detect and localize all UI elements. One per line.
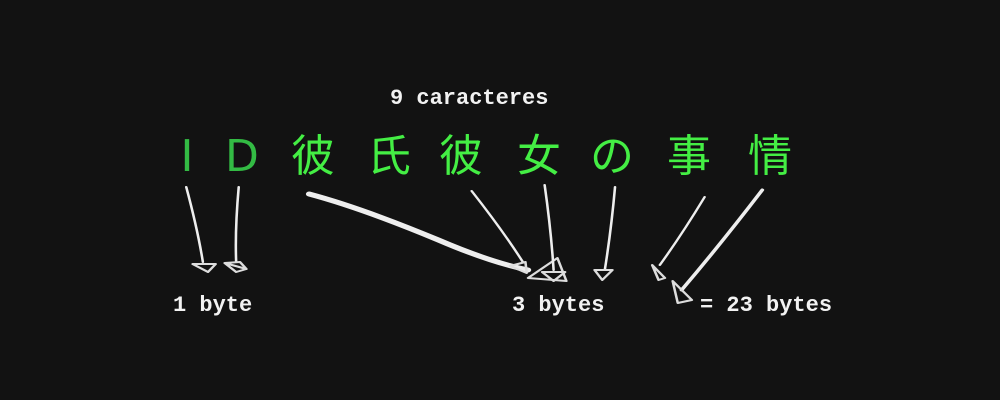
arrow-9 [671, 188, 765, 304]
arrow-6 [540, 184, 567, 282]
arrow-8 [650, 196, 706, 281]
character-1: D [225, 131, 259, 182]
character-0: I [180, 131, 194, 182]
character-3: 氏 [367, 131, 411, 182]
character-8: 情 [748, 131, 792, 182]
character-4: 彼 [439, 131, 483, 182]
character-7: 事 [667, 131, 711, 182]
arrow-D [223, 186, 248, 273]
arrow-7 [593, 186, 617, 281]
total-bytes-label: = 23 bytes [700, 293, 833, 318]
arrow-5 [470, 190, 528, 274]
three-bytes-label: 3 bytes [512, 293, 605, 318]
character-5: 女 [517, 131, 561, 182]
one-byte-label: 1 byte [173, 293, 253, 318]
character-count-title: 9 caracteres [390, 86, 549, 111]
character-2: 彼 [291, 131, 335, 182]
character-6: の [590, 131, 634, 182]
arrow-I [184, 186, 217, 273]
arrow-kanji-big [305, 191, 568, 282]
